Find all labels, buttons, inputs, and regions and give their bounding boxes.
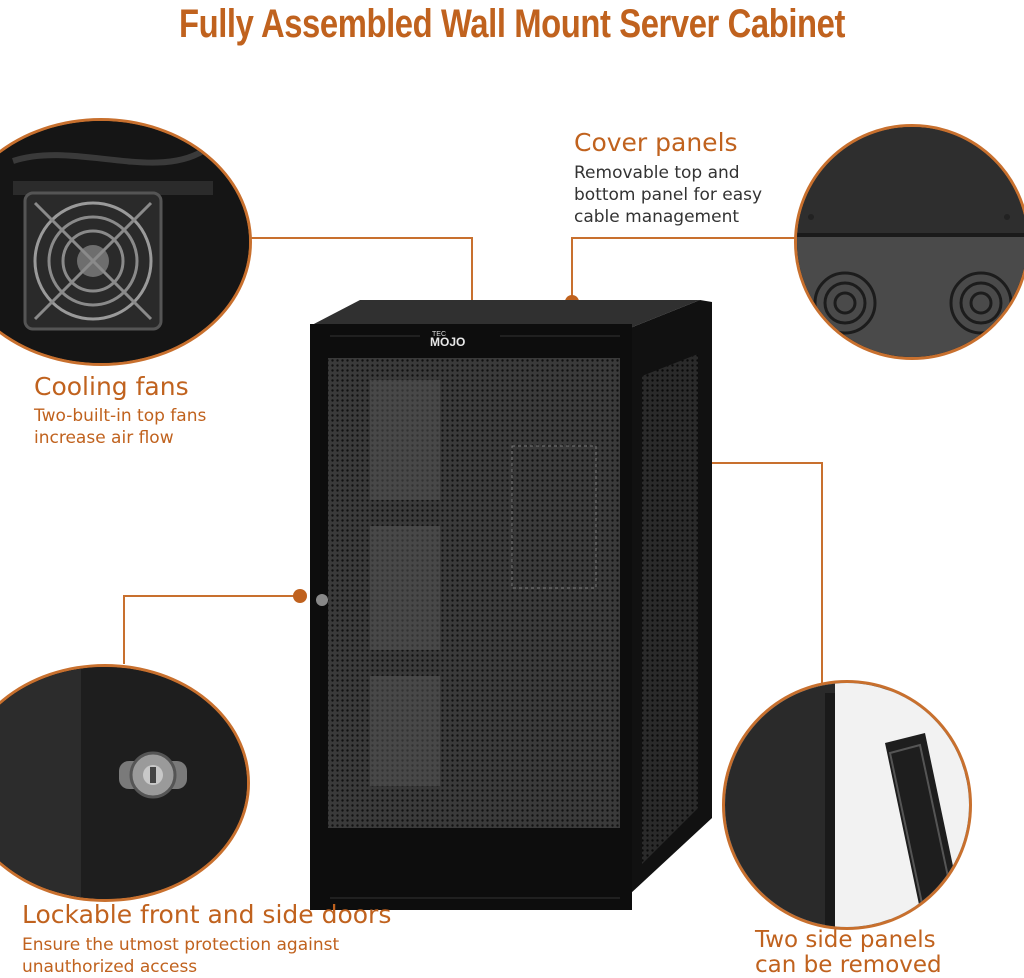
line-side <box>676 462 823 694</box>
dot-lock <box>293 589 307 603</box>
side-desc: Two side panels can be removed <box>755 928 942 978</box>
lock-title: Lockable front and side doors <box>22 900 392 929</box>
cooling-desc-line: increase air flow <box>34 428 174 448</box>
cabinet-top <box>310 300 700 328</box>
door-lock[interactable] <box>316 594 328 606</box>
line-lock <box>123 595 300 664</box>
page-title: Fully Assembled Wall Mount Server Cabine… <box>178 2 846 46</box>
cooling-desc-line: Two-built-in top fans <box>34 406 207 426</box>
side-desc-line: can be removed <box>755 952 942 978</box>
side-desc-line: Two side panels <box>755 927 936 953</box>
line-cooling <box>250 237 473 306</box>
cooling-title: Cooling fans <box>34 372 189 401</box>
cooling-fan-closeup <box>0 118 252 366</box>
cover-desc: Removable top and bottom panel for easy … <box>574 162 762 228</box>
cover-desc-line: cable management <box>574 207 740 227</box>
cooling-desc: Two-built-in top fans increase air flow <box>34 405 206 449</box>
cover-desc-line: bottom panel for easy <box>574 185 763 205</box>
lock-closeup <box>0 664 250 902</box>
fan-icon <box>23 191 163 331</box>
lock-desc-line: unauthorized access <box>22 957 198 977</box>
cover-panel-closeup <box>794 124 1024 360</box>
server-cabinet: TEC MOJO <box>310 300 712 910</box>
side-panel-closeup <box>722 680 972 930</box>
line-cover <box>571 237 798 300</box>
cover-desc-line: Removable top and <box>574 163 740 183</box>
cover-title: Cover panels <box>574 128 738 157</box>
brand-logo: MOJO <box>430 335 465 349</box>
lock-icon <box>119 751 187 799</box>
lock-desc: Ensure the utmost protection against una… <box>22 934 339 978</box>
lock-desc-line: Ensure the utmost protection against <box>22 935 340 955</box>
brand-small: TEC <box>432 331 446 338</box>
